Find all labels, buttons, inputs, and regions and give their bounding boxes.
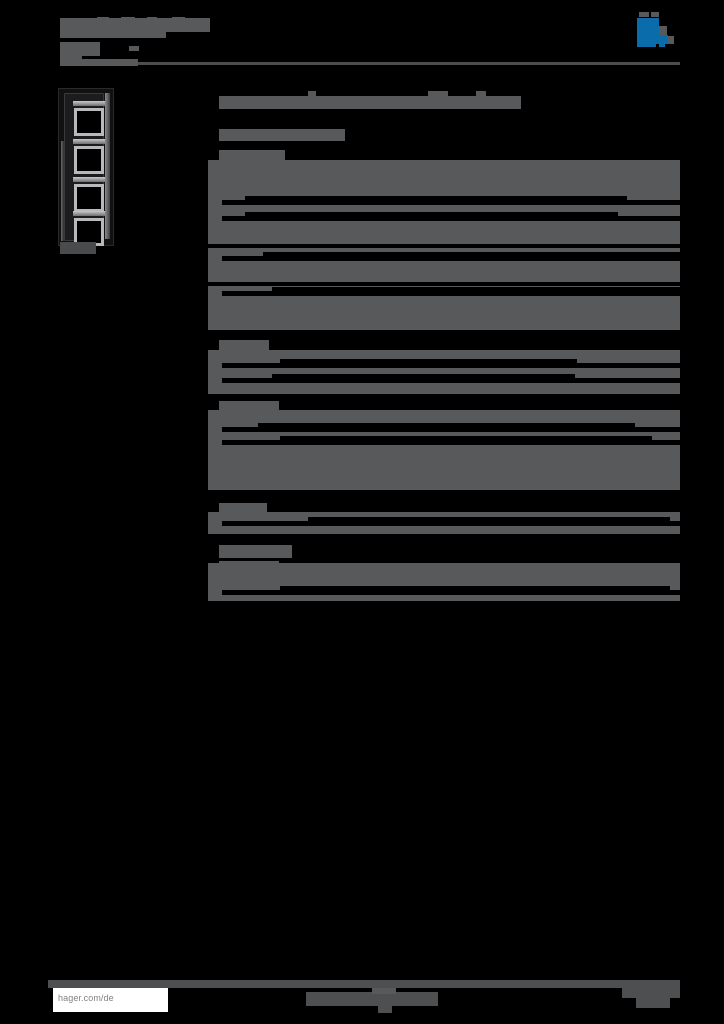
spec-block-1-row-label-2 [208,216,222,221]
product-frame [64,93,107,246]
spec-block-3-row-label-1 [208,291,222,296]
spec-block-2-row-gap-1 [208,256,680,261]
product-gang-bar-0 [73,101,107,106]
spec-block-5 [208,410,680,490]
spec-block-2-row-value-1 [263,252,680,257]
spec-block-7-row-value-1 [280,586,670,591]
group-label-2 [219,340,269,351]
section-title-redaction [219,96,521,109]
hager-logo-icon [637,12,674,47]
header-title-ascender-1 [97,17,109,23]
product-gang-bar-3 [73,211,107,216]
product-gang-bar-2 [73,177,107,182]
section-title-ascender-2 [428,91,448,97]
group-label-4 [219,503,267,514]
spec-block-7-row-gap-1 [208,590,680,595]
header-title-ascender-4 [172,17,185,23]
spec-block-4-row-value-2 [272,374,575,379]
spec-block-5-row-label-1 [208,427,222,432]
spec-block-7 [208,563,680,601]
spec-block-4-row-value-1 [280,359,577,364]
footer-right-redaction-2 [636,996,670,1008]
hager-logo[interactable] [637,12,681,52]
header-title-ascender-2 [121,17,135,23]
header-subtitle-redaction-2 [60,50,82,60]
product-caption-redaction [60,242,96,254]
section-subtitle-redaction [219,129,345,141]
product-gang-3 [74,184,104,212]
header-divider [60,62,680,65]
group-label-5 [219,545,292,558]
header-subtitle-mark [129,46,139,51]
product-left-edge-highlight [61,141,64,241]
section-title-ascender-3 [476,91,486,97]
spec-block-5-row-value-1 [258,423,635,428]
spec-block-6-row-value-1 [308,517,670,522]
section-title-ascender-1 [308,91,316,97]
spec-block-3-row-value-1 [272,287,680,292]
footer-top-bar [48,980,680,988]
spec-block-4-row-gap-2 [208,378,680,383]
footer-center-redaction-bottom [378,1006,392,1013]
spec-block-5-row-label-2 [208,440,222,445]
product-gang-bar-1 [73,139,107,144]
spec-block-1-row-value-1 [245,196,627,201]
spec-block-1-row-value-2 [245,212,618,217]
footer-right-redaction-1 [622,986,680,998]
spec-block-3-row-gap-1 [208,291,680,296]
footer-website-box[interactable]: hager.com/de [53,988,168,1012]
spec-block-4 [208,350,680,394]
spec-block-7-row-label-1 [208,590,222,595]
header-divider-cap [60,59,138,66]
group-label-1 [219,150,285,161]
spec-block-4-row-gap-1 [208,363,680,368]
header-title-ascender-3 [147,17,157,23]
product-photo[interactable] [58,88,114,246]
product-gang-2 [74,146,104,174]
header-title-redaction-line2 [60,24,166,38]
spec-block-5-row-value-2 [280,436,652,441]
spec-block-5-row-gap-2 [208,440,680,445]
spec-block-4-row-label-2 [208,378,222,383]
spec-block-1-row-gap-2 [208,216,680,221]
spec-block-4-row-label-1 [208,363,222,368]
product-gang-1 [74,108,104,136]
footer-center-redaction [306,992,438,1006]
product-gang-4 [74,218,104,246]
footer-website-label: hager.com/de [58,993,114,1003]
spec-block-5-row-gap-1 [208,427,680,432]
spec-block-6-row-gap-1 [208,521,680,526]
group-label-3 [219,401,279,412]
footer-center-redaction-top [372,988,396,994]
spec-block-1-row-label-1 [208,200,222,205]
spec-block-2-row-label-1 [208,256,222,261]
product-right-edge-highlight [105,93,110,239]
spec-block-6-row-label-1 [208,521,222,526]
spec-block-1-row-gap-1 [208,200,680,205]
